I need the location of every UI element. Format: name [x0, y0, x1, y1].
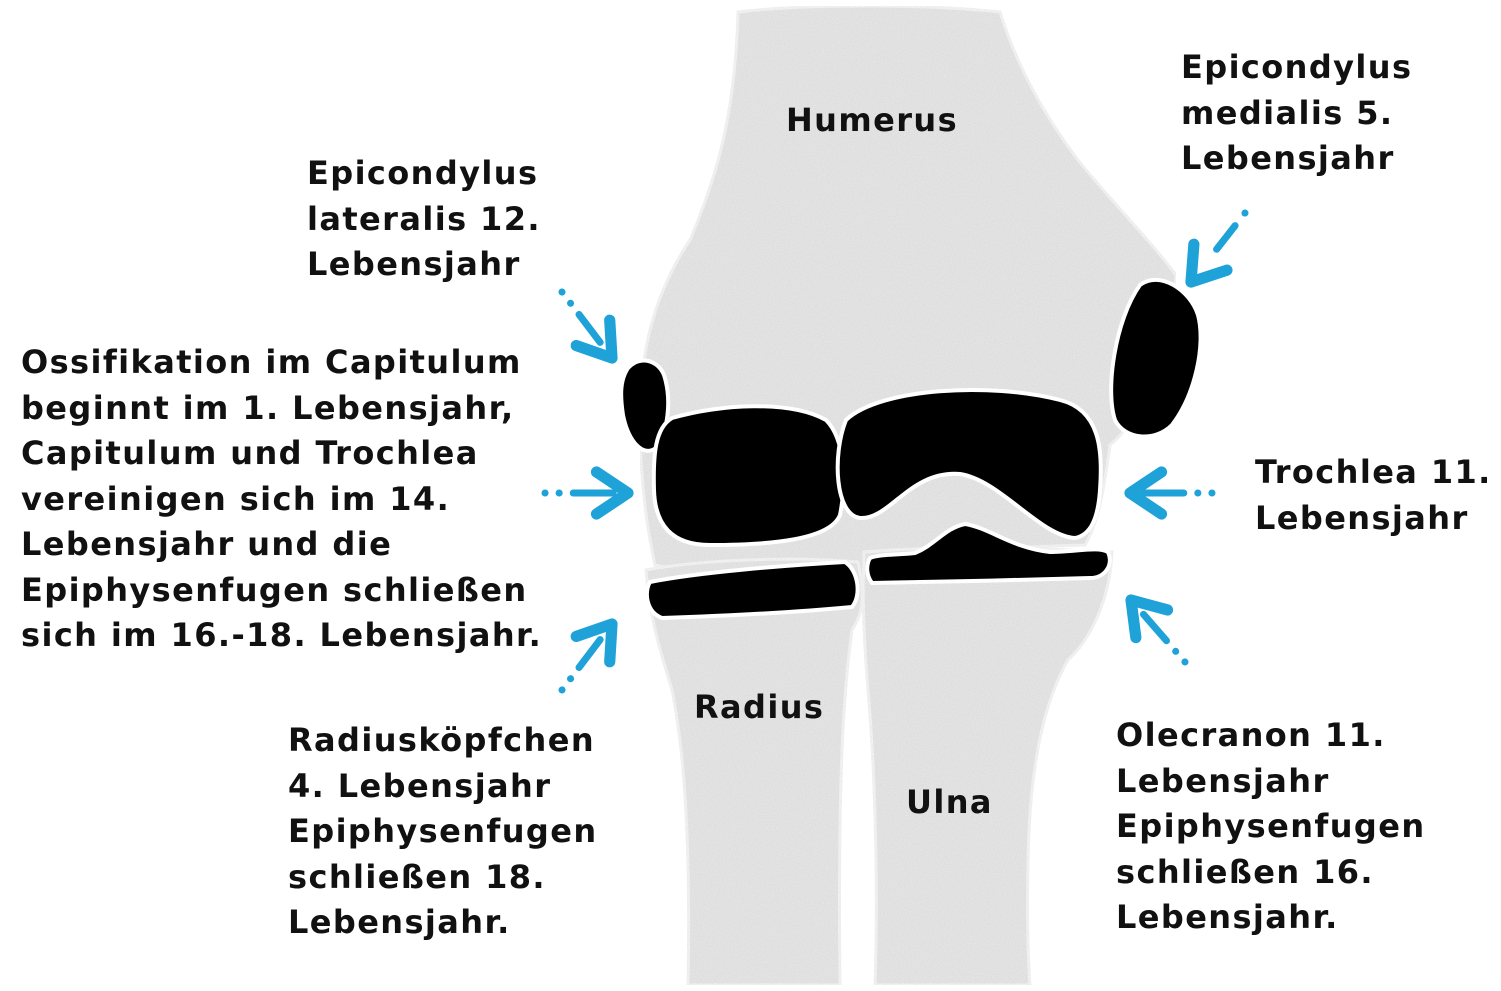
arrow-radiuskoepfchen: [562, 624, 612, 690]
arrow-epicondylus-lateralis: [562, 292, 612, 358]
annotation-line: Radiusköpfchen: [288, 718, 598, 764]
annotation-line: schließen 18.: [288, 855, 598, 901]
annotation-epicondylus-medialis: Epicondylus medialis 5. Lebensjahr: [1181, 45, 1412, 182]
annotation-line: Lebensjahr.: [1116, 895, 1426, 941]
annotation-line: Ossifikation im Capitulum: [21, 340, 542, 386]
annotation-line: Capitulum und Trochlea: [21, 431, 542, 477]
annotation-line: Lebensjahr: [1116, 759, 1426, 805]
annotation-line: Trochlea 11.: [1255, 450, 1492, 496]
arrow-epicondylus-medialis: [1191, 213, 1245, 282]
annotation-line: schließen 16.: [1116, 850, 1426, 896]
annotation-line: lateralis 12.: [307, 197, 541, 243]
annotation-line: Lebensjahr: [307, 242, 541, 288]
arrow-olecranon: [1131, 600, 1185, 662]
radius-bone: [646, 559, 862, 985]
annotation-line: Lebensjahr.: [288, 900, 598, 946]
ulna-bone: [863, 548, 1112, 985]
annotation-line: beginnt im 1. Lebensjahr,: [21, 386, 542, 432]
annotation-line: medialis 5.: [1181, 91, 1412, 137]
annotation-epicondylus-lateralis: Epicondylus lateralis 12. Lebensjahr: [307, 151, 541, 288]
annotation-line: Epicondylus: [1181, 45, 1412, 91]
annotation-line: vereinigen sich im 14.: [21, 477, 542, 523]
annotation-line: Epiphysenfugen: [288, 809, 598, 855]
annotation-line: sich im 16.-18. Lebensjahr.: [21, 613, 542, 659]
radius-label: Radius: [694, 688, 824, 726]
humerus-label: Humerus: [786, 101, 958, 139]
annotation-olecranon: Olecranon 11. Lebensjahr Epiphysenfugen …: [1116, 713, 1426, 941]
annotation-line: Lebensjahr: [1181, 136, 1412, 182]
annotation-line: Epicondylus: [307, 151, 541, 197]
capitulum-center: [654, 406, 844, 545]
annotation-line: Lebensjahr und die: [21, 522, 542, 568]
annotation-radiuskoepfchen: Radiusköpfchen 4. Lebensjahr Epiphysenfu…: [288, 718, 598, 946]
annotation-capitulum: Ossifikation im Capitulum beginnt im 1. …: [21, 340, 542, 659]
annotation-trochlea: Trochlea 11. Lebensjahr: [1255, 450, 1492, 541]
annotation-line: 4. Lebensjahr: [288, 764, 598, 810]
annotation-line: Lebensjahr: [1255, 496, 1492, 542]
annotation-line: Epiphysenfugen schließen: [21, 568, 542, 614]
annotation-line: Epiphysenfugen: [1116, 804, 1426, 850]
annotation-line: Olecranon 11.: [1116, 713, 1426, 759]
ulna-label: Ulna: [906, 783, 993, 821]
